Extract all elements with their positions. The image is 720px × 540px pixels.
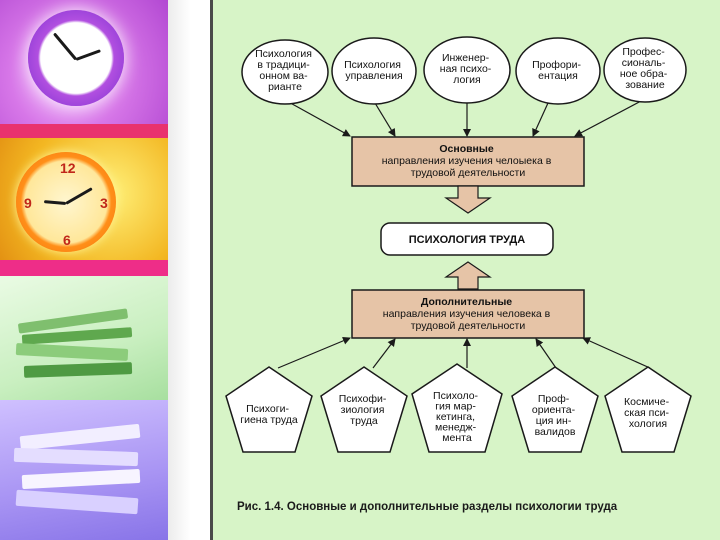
svg-text:Дополнительные направлен: Дополнительные направления изучения чело… bbox=[383, 296, 553, 332]
additional-directions-line: трудовой деятельности bbox=[411, 320, 526, 332]
labor-psychology-title: ПСИХОЛОГИЯ ТРУДА bbox=[409, 234, 526, 246]
bottom-node-physiology-line: труда bbox=[350, 415, 378, 427]
svg-text:Психология управления: Психология управления bbox=[344, 59, 404, 82]
svg-text:Психоло- гия мар-: Психоло- гия мар- кетинга, менедж- мента bbox=[433, 390, 481, 444]
main-directions-line: направления изучения челоыека в bbox=[382, 155, 552, 167]
clock-icon: 12 3 6 9 bbox=[16, 152, 116, 252]
svg-text:Профес- сиональ- н: Профес- сиональ- ное обра- зование bbox=[620, 46, 670, 91]
bottom-node-hygiene-line: гиена труда bbox=[240, 414, 298, 426]
bottom-node-marketing-line: мента bbox=[442, 432, 472, 444]
bottom-node-disabled-line: ция ин- bbox=[536, 415, 572, 427]
bottom-node-marketing-line: Психоло- bbox=[433, 390, 478, 402]
top-node-career-line: Профори- bbox=[532, 59, 581, 71]
sidebar-divider bbox=[168, 0, 206, 540]
bottom-node-hygiene bbox=[225, 366, 313, 453]
additional-directions-line: направления изучения человека в bbox=[383, 308, 551, 320]
violet-paper-stack-image bbox=[0, 400, 168, 540]
top-node-traditional-line: Психология bbox=[255, 48, 312, 60]
top-connectors bbox=[284, 99, 644, 137]
bottom-node-hygiene-line: Психоги- bbox=[246, 403, 289, 415]
top-node-traditional-line: рианте bbox=[268, 81, 302, 93]
bottom-node-disabled-line: ориента- bbox=[532, 404, 576, 416]
main-directions-title: Основные bbox=[439, 143, 494, 155]
bottom-node-physiology-line: зиология bbox=[341, 404, 385, 416]
top-node-management-line: управления bbox=[345, 70, 402, 82]
top-node-engineering-line: логия bbox=[453, 74, 480, 86]
svg-text:Инженер- ная психо-: Инженер- ная психо- логия bbox=[440, 52, 494, 86]
down-arrow bbox=[444, 185, 492, 214]
top-node-traditional-line: в традици- bbox=[257, 59, 310, 71]
orange-clock-image: 12 3 6 9 bbox=[0, 138, 168, 276]
purple-clock-image bbox=[0, 0, 168, 138]
diagram: Психология в традици- онном ва- рианте П… bbox=[225, 36, 692, 453]
main-directions-line: трудовой деятельности bbox=[411, 167, 526, 179]
top-node-engineering-line: Инженер- bbox=[442, 52, 490, 64]
bottom-nodes: Психоги- гиена труда Психофи- зиология т… bbox=[225, 363, 692, 453]
main-directions-box: Основные направления изучения челоыека в… bbox=[351, 136, 585, 187]
top-node-education-line: Профес- bbox=[622, 46, 665, 58]
additional-directions-box: Дополнительные направления изучения чело… bbox=[351, 289, 585, 339]
bottom-node-marketing bbox=[411, 363, 503, 453]
bottom-node-disabled-line: Проф- bbox=[538, 393, 570, 405]
svg-text:Психофи- зиология: Психофи- зиология труда bbox=[339, 393, 390, 427]
bottom-node-space-line: ская пси- bbox=[624, 407, 669, 419]
top-node-traditional-line: онном ва- bbox=[259, 70, 308, 82]
figure-caption: Рис. 1.4. Основные и дополнительные разд… bbox=[237, 501, 618, 513]
clock-icon bbox=[28, 10, 124, 106]
top-node-career bbox=[515, 37, 601, 105]
bottom-node-disabled bbox=[511, 366, 599, 453]
bottom-node-physiology-line: Психофи- bbox=[339, 393, 387, 405]
labor-psychology-box: ПСИХОЛОГИЯ ТРУДА bbox=[380, 222, 554, 256]
svg-text:Психоги- гиена труда: Психоги- гиена труда bbox=[240, 403, 298, 426]
green-paper-stack-image bbox=[0, 276, 168, 400]
svg-text:Психология в традици-: Психология в традици- онном ва- рианте bbox=[255, 48, 315, 93]
bottom-node-space bbox=[604, 366, 692, 453]
svg-text:Проф- ориента- ция: Проф- ориента- ция ин- валидов bbox=[532, 393, 578, 438]
svg-text:Основные направления изу: Основные направления изучения челоыека в… bbox=[382, 143, 554, 179]
top-node-engineering bbox=[423, 36, 511, 104]
bottom-node-physiology bbox=[320, 366, 408, 453]
bottom-node-space-line: Космиче- bbox=[624, 396, 670, 408]
svg-text:Профори- ентация: Профори- ентация bbox=[532, 59, 584, 82]
up-arrow bbox=[444, 261, 492, 290]
top-node-management bbox=[331, 37, 417, 105]
top-node-engineering-line: ная психо- bbox=[440, 63, 492, 75]
top-node-traditional bbox=[241, 39, 329, 105]
top-node-education-line: сиональ- bbox=[622, 57, 666, 69]
bottom-node-marketing-line: кетинга, bbox=[436, 411, 475, 423]
sidebar-divider-line bbox=[210, 0, 213, 540]
top-node-career-line: ентация bbox=[538, 70, 578, 82]
bottom-node-marketing-line: гия мар- bbox=[435, 401, 476, 413]
top-node-management-line: Психология bbox=[344, 59, 401, 71]
additional-directions-title: Дополнительные bbox=[421, 296, 512, 308]
bottom-node-marketing-line: менедж- bbox=[435, 422, 477, 434]
decorative-sidebar: 12 3 6 9 bbox=[0, 0, 168, 540]
top-node-education-line: ное обра- bbox=[620, 68, 668, 80]
bottom-node-disabled-line: валидов bbox=[535, 426, 576, 438]
bottom-connectors bbox=[277, 337, 651, 369]
top-node-education-line: зование bbox=[625, 79, 664, 91]
svg-text:Космиче- ская пси-: Космиче- ская пси- хология bbox=[624, 396, 672, 430]
top-nodes: Психология в традици- онном ва- рианте П… bbox=[241, 36, 687, 105]
bottom-node-space-line: хология bbox=[629, 418, 667, 430]
top-node-education bbox=[603, 37, 687, 103]
